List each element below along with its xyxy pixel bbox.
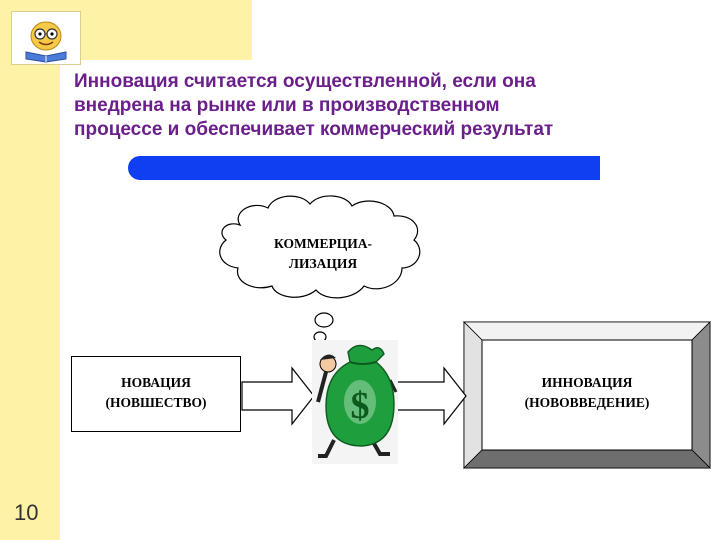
cloud-line: ЛИЗАЦИЯ — [240, 254, 406, 274]
novation-box: НОВАЦИЯ (НОВШЕСТВО) — [71, 356, 241, 432]
box-line: (НОВШЕСТВО) — [72, 393, 240, 413]
arrow-right-icon — [242, 368, 314, 424]
box-line: (НОВОВВЕДЕНИЕ) — [484, 393, 690, 413]
dollar-sign: $ — [351, 385, 370, 427]
slide-number: 10 — [14, 500, 38, 526]
innovation-label: ИННОВАЦИЯ (НОВОВВЕДЕНИЕ) — [484, 373, 690, 413]
arrow-right-icon — [396, 368, 466, 424]
box-line: НОВАЦИЯ — [72, 373, 240, 393]
box-line: ИННОВАЦИЯ — [484, 373, 690, 393]
novation-label: НОВАЦИЯ (НОВШЕСТВО) — [72, 373, 240, 413]
cloud-line: КОММЕРЦИА- — [240, 234, 406, 254]
commercialization-label: КОММЕРЦИА- ЛИЗАЦИЯ — [240, 234, 406, 274]
